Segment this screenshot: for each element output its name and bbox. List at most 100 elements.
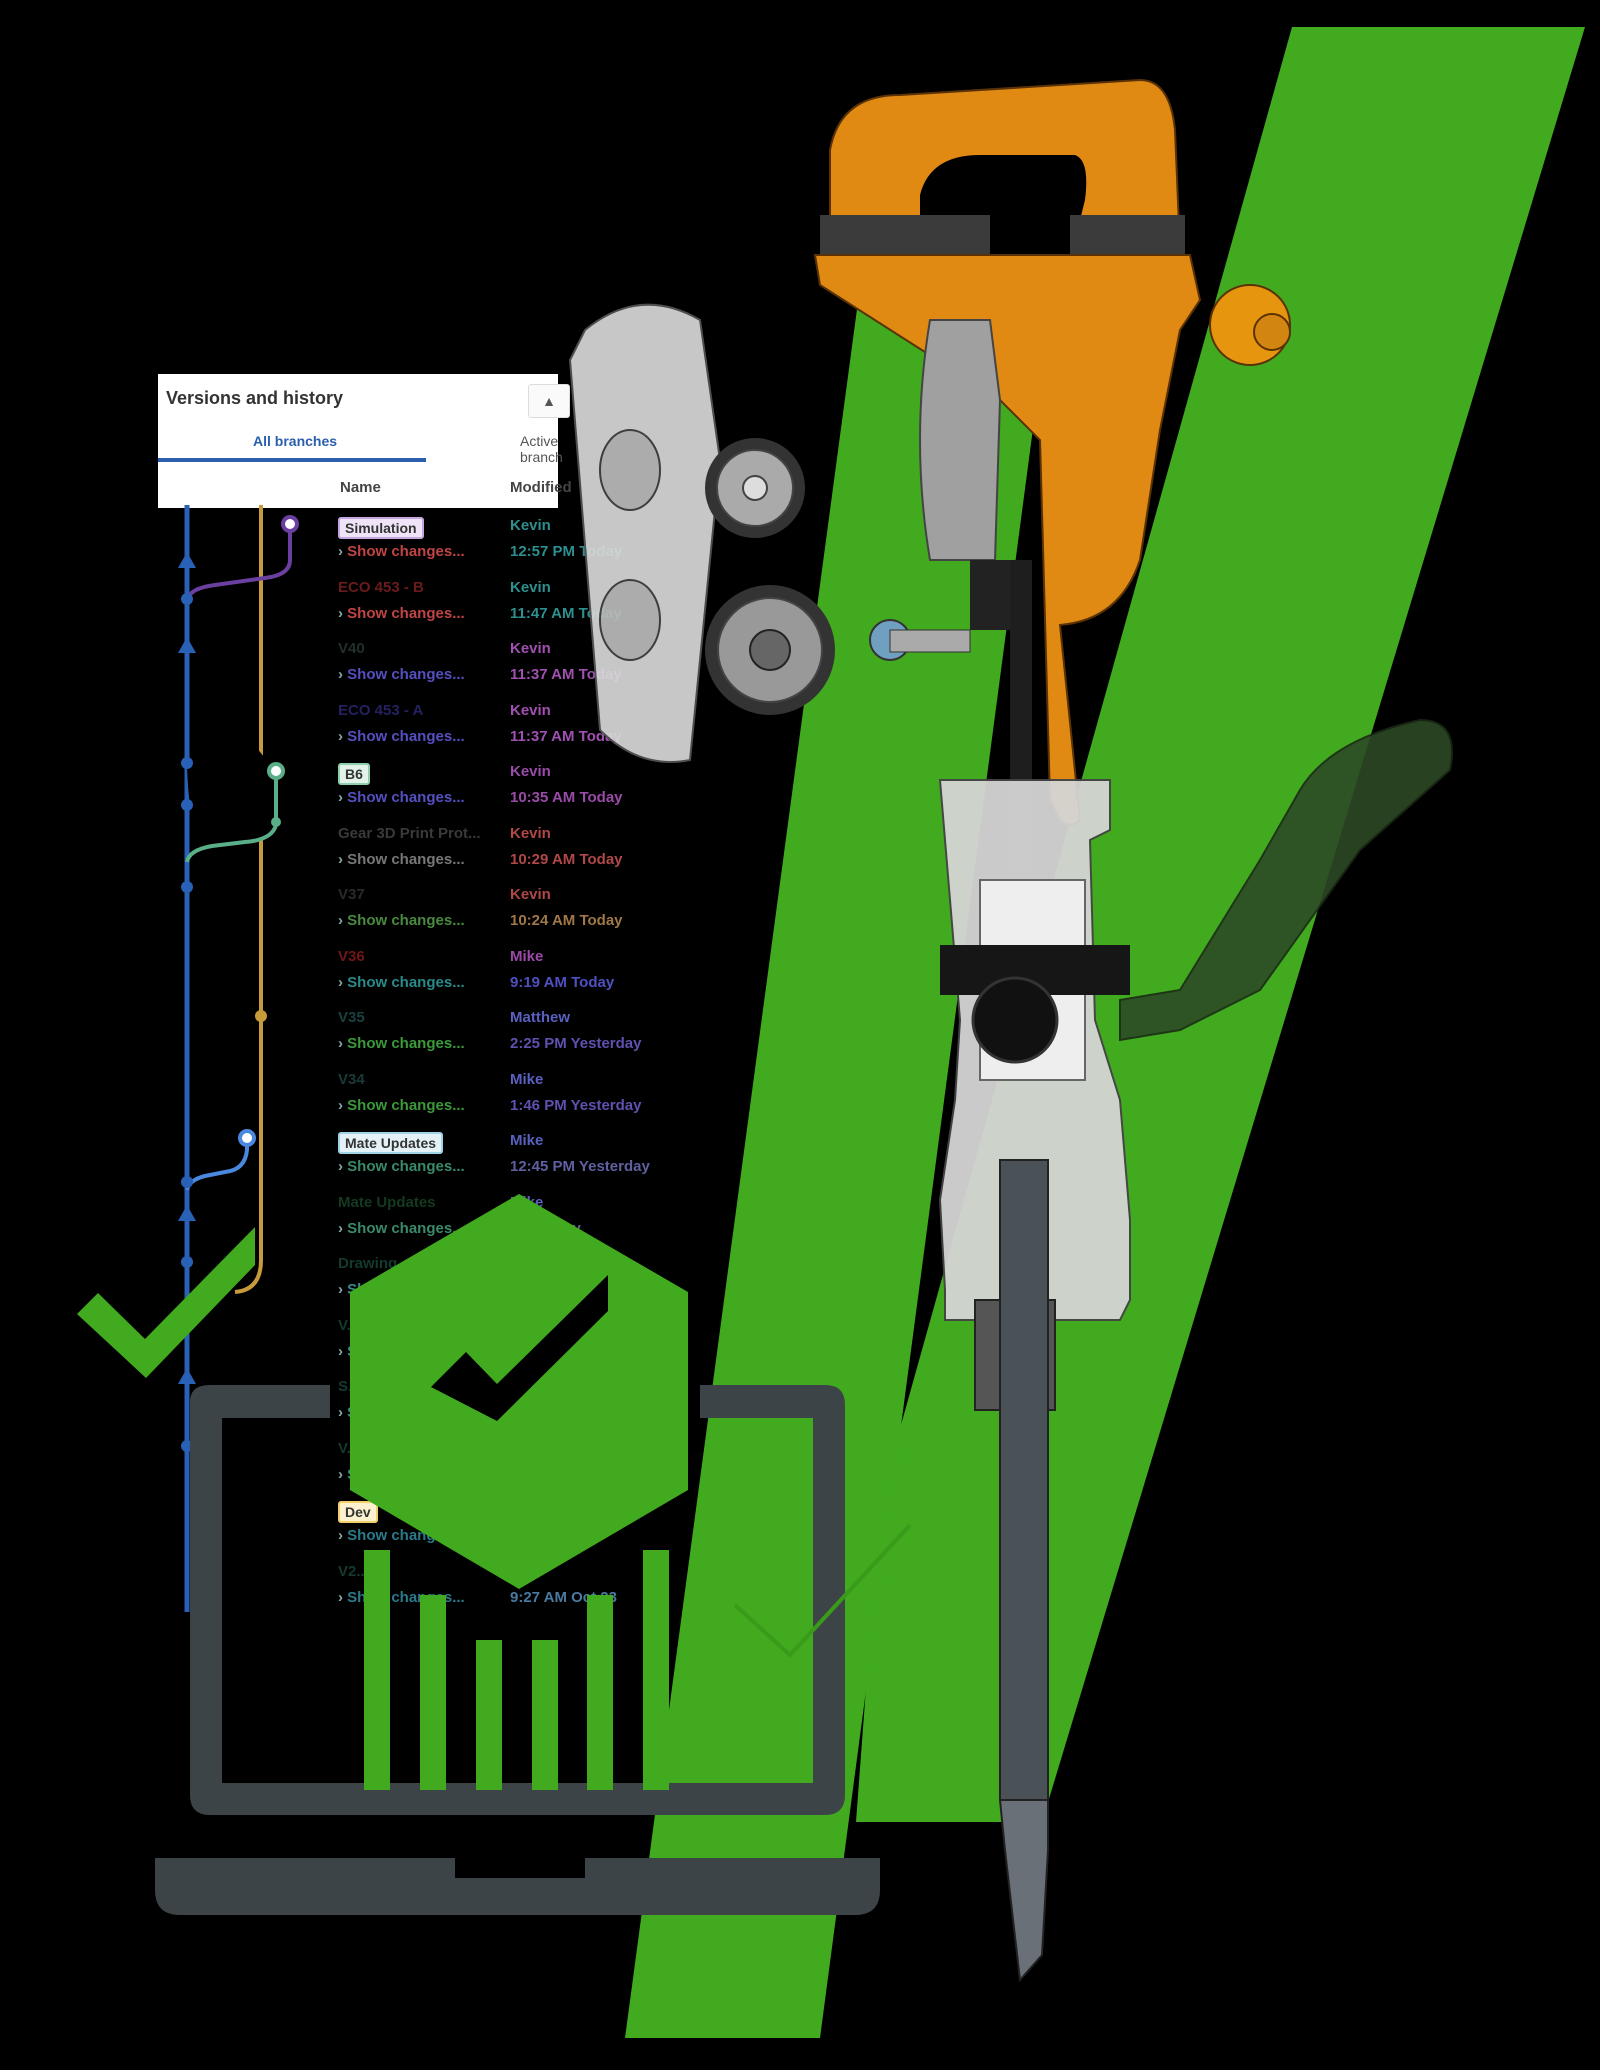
version-name: V34 xyxy=(338,1070,365,1088)
chevron-right-icon: › xyxy=(338,1404,348,1421)
version-row[interactable]: V37 › Show changes... Kevin 10:24 AM Today xyxy=(338,886,668,946)
modified-by: Kevin xyxy=(510,886,551,903)
show-changes-link[interactable]: › Show changes... xyxy=(338,1220,465,1237)
modified-by: Kevin xyxy=(510,763,551,780)
version-row[interactable]: Mate Updates › Show changes... Mike 12:45 P… xyxy=(338,1132,668,1192)
chevron-right-icon: › xyxy=(338,912,348,929)
show-changes-link[interactable]: › Show changes... xyxy=(338,1035,465,1052)
chevron-right-icon: › xyxy=(338,973,348,991)
show-changes-label: Show changes... xyxy=(347,1096,465,1114)
modified-time: 11:37 AM Today xyxy=(510,666,622,683)
show-changes-label: Show changes... xyxy=(347,1035,465,1052)
column-header-modified[interactable]: Modified xyxy=(510,479,572,496)
create-version-icon: ▲ xyxy=(542,393,556,409)
version-name: ECO 453 - B xyxy=(338,578,424,596)
modified-by: Matthew xyxy=(510,1009,570,1026)
modified-time: 10:24 AM Today xyxy=(510,912,623,929)
modified-by: Kevin xyxy=(510,640,551,657)
version-tag: Mate Updates xyxy=(338,1132,444,1154)
version-tag: Dev xyxy=(338,1501,378,1523)
show-changes-link[interactable]: › Show changes... xyxy=(338,851,465,868)
show-changes-link[interactable]: › Show changes... xyxy=(338,789,465,806)
chevron-right-icon: › xyxy=(338,789,348,806)
modified-time: 12:45 PM Yesterday xyxy=(510,1158,650,1175)
modified-time: 11:37 AM Today xyxy=(510,727,622,745)
modified-by: Kevin xyxy=(510,701,551,719)
chevron-right-icon: › xyxy=(338,604,348,622)
chevron-right-icon: › xyxy=(338,1096,348,1114)
show-changes-link[interactable]: › Show changes... xyxy=(338,974,465,991)
chevron-right-icon: › xyxy=(338,1465,348,1483)
chevron-right-icon: › xyxy=(338,543,348,560)
show-changes-link[interactable]: › Show changes... xyxy=(338,666,465,683)
version-name: V2... xyxy=(338,1562,369,1580)
version-name: Drawing... xyxy=(338,1255,410,1272)
show-changes-link[interactable]: › Show changes... xyxy=(338,1097,465,1114)
show-changes-label: Show changes... xyxy=(347,727,465,745)
modified-time: 10:35 AM Today xyxy=(510,789,623,806)
chevron-right-icon: › xyxy=(338,1588,348,1606)
show-changes-label: Show changes... xyxy=(347,1219,465,1237)
tab-active-branch[interactable]: Active branch xyxy=(520,433,563,465)
version-name: Mate Updates xyxy=(338,1193,436,1211)
panel-title: Versions and history xyxy=(166,388,344,408)
tab-all-branches[interactable]: All branches xyxy=(253,433,338,449)
chevron-right-icon: › xyxy=(338,666,348,683)
version-row[interactable]: Gear 3D Print Prot...› Show changes...Ke… xyxy=(338,825,668,885)
show-changes-link[interactable]: › Show changes... xyxy=(338,728,465,745)
modified-by: Kevin xyxy=(510,578,551,596)
modified-time: 1:46 PM Yesterday xyxy=(510,1096,642,1114)
version-name: V40 xyxy=(338,640,365,657)
show-changes-link[interactable]: › Show changes... xyxy=(338,605,465,622)
modified-by: Mike xyxy=(510,1132,544,1149)
version-row[interactable]: V40 › Show changes... Kevin 11:37 AM Today xyxy=(338,640,668,700)
version-name: V37 xyxy=(338,886,365,903)
modified-by: Mike xyxy=(510,947,544,965)
create-version-button[interactable]: ▲ xyxy=(528,384,570,418)
chevron-right-icon: › xyxy=(338,1158,348,1175)
checkmark-outline-icon xyxy=(733,1523,912,1658)
version-row[interactable]: B6 › Show changes... Kevin 10:35 AM Today xyxy=(338,763,668,823)
column-header-name[interactable]: Name xyxy=(340,479,381,496)
version-name: ECO 453 - A xyxy=(338,701,424,719)
show-changes-label: Show changes... xyxy=(347,604,465,622)
version-row[interactable]: V36 › Show changes... Mike 9:19 AM Today xyxy=(338,948,668,1008)
show-changes-link[interactable]: › Show changes... xyxy=(338,1158,465,1175)
version-name: V36 xyxy=(338,947,365,965)
checkmark-icon xyxy=(77,1227,255,1378)
chevron-right-icon: › xyxy=(338,1342,348,1360)
show-changes-label: Show changes... xyxy=(347,973,465,991)
chevron-right-icon: › xyxy=(338,1281,348,1298)
show-changes-link[interactable]: › Show changes... xyxy=(338,543,465,560)
chevron-right-icon: › xyxy=(338,1219,348,1237)
modified-time: 2:25 PM Yesterday xyxy=(510,1035,642,1052)
chevron-right-icon: › xyxy=(338,1527,348,1544)
version-row[interactable]: V35 › Show changes... Matthew 2:25 PM Yeste… xyxy=(338,1009,668,1069)
chevron-right-icon: › xyxy=(338,1035,348,1052)
show-changes-link[interactable]: › Show changes... xyxy=(338,912,465,929)
modified-time: 9:19 AM Today xyxy=(510,973,615,991)
version-tag: Simulation xyxy=(338,517,424,539)
version-row[interactable]: ECO 453 - A › Show changes... Kevin 11:37 A… xyxy=(338,702,668,762)
version-row[interactable]: V34 › Show changes... Mike 1:46 PM Yesterda… xyxy=(338,1071,668,1131)
version-tag: B6 xyxy=(338,763,370,785)
show-changes-label: Show changes... xyxy=(347,789,465,806)
version-name: V35 xyxy=(338,1009,365,1026)
modified-by: Kevin xyxy=(510,517,551,534)
show-changes-label: Show changes... xyxy=(347,543,465,560)
show-changes-label: Show changes... xyxy=(347,1158,465,1175)
version-name: Gear 3D Print Prot... xyxy=(338,824,481,842)
active-tab-indicator xyxy=(158,458,426,462)
show-changes-label: Show changes... xyxy=(347,666,465,683)
versions-panel-header: Versions and history ▲ All branches Acti… xyxy=(158,374,572,508)
chevron-right-icon: › xyxy=(338,727,348,745)
bar-chart-bars xyxy=(364,1550,669,1790)
chevron-right-icon: › xyxy=(338,850,348,868)
hexagon-check-icon xyxy=(350,1194,688,1589)
modified-time: 10:29 AM Today xyxy=(510,850,623,868)
modified-by: Mike xyxy=(510,1070,544,1088)
